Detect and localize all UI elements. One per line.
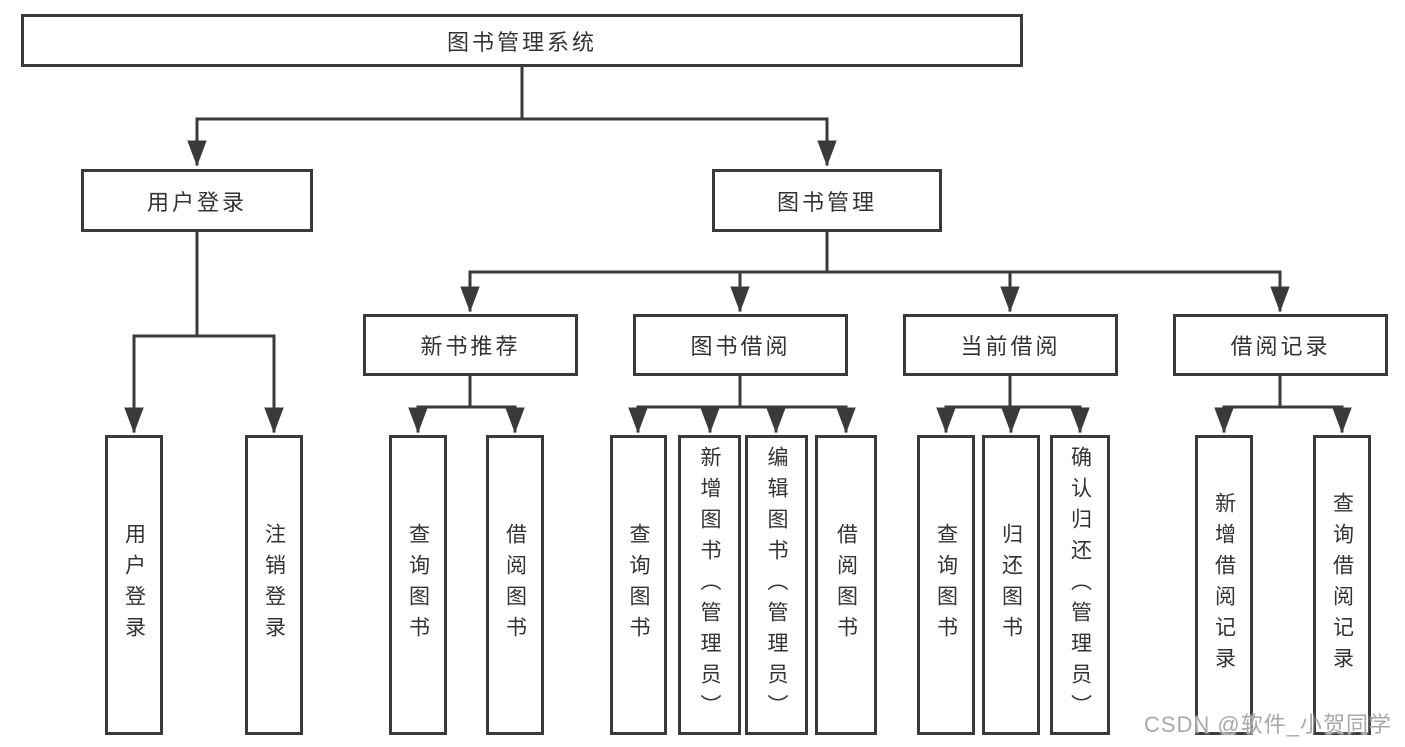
leaf-label: 确认归还（管理员） [1068, 445, 1092, 725]
node-label: 图书管理 [776, 189, 877, 215]
leaf-label: 查询图书 [406, 523, 430, 647]
node-label: 用户登录 [146, 189, 247, 215]
leaf-label: 用户登录 [122, 523, 146, 647]
connectors [124, 65, 1352, 434]
node-library-management-system: 图书管理系统 [21, 14, 1023, 67]
leaf-label: 查询图书 [627, 523, 650, 647]
leaf-query-books-recommend: 查询图书 [389, 435, 447, 735]
node-label: 当前借阅 [960, 334, 1061, 359]
leaf-query-books-borrow: 查询图书 [610, 435, 667, 735]
leaf-label: 归还图书 [999, 523, 1023, 647]
leaf-label: 查询借阅记录 [1330, 492, 1354, 678]
leaf-logout: 注销登录 [245, 435, 303, 735]
node-current-borrow: 当前借阅 [903, 314, 1118, 376]
leaf-add-books-admin: 新增图书（管理员） [678, 435, 741, 735]
leaf-add-borrow-record: 新增借阅记录 [1195, 435, 1253, 735]
node-label: 借阅记录 [1230, 334, 1331, 359]
leaf-borrow-books: 借阅图书 [815, 435, 877, 735]
node-book-management: 图书管理 [712, 169, 942, 232]
leaf-edit-books-admin: 编辑图书（管理员） [745, 435, 808, 735]
leaf-confirm-return-admin: 确认归还（管理员） [1050, 435, 1110, 735]
node-label: 新书推荐 [420, 334, 521, 359]
leaf-label: 编辑图书（管理员） [765, 445, 788, 725]
leaf-borrow-books-recommend: 借阅图书 [486, 435, 544, 735]
leaf-label: 借阅图书 [503, 523, 527, 647]
leaf-user-login: 用户登录 [105, 435, 163, 735]
leaf-label: 借阅图书 [834, 523, 858, 647]
leaf-return-books: 归还图书 [982, 435, 1040, 735]
leaf-label: 注销登录 [262, 523, 286, 647]
node-new-book-recommend: 新书推荐 [363, 314, 578, 376]
leaf-label: 新增借阅记录 [1212, 492, 1236, 678]
node-book-borrow: 图书借阅 [633, 314, 848, 376]
leaf-query-books-current: 查询图书 [917, 435, 975, 735]
csdn-watermark: CSDN @软件_小贺同学 [1143, 712, 1392, 737]
node-label: 图书借阅 [690, 334, 791, 359]
node-user-login: 用户登录 [81, 169, 313, 232]
node-borrow-records: 借阅记录 [1173, 314, 1388, 376]
leaf-label: 查询图书 [934, 523, 958, 647]
leaf-query-borrow-record: 查询借阅记录 [1313, 435, 1371, 735]
leaf-label: 新增图书（管理员） [698, 445, 721, 725]
node-label: 图书管理系统 [446, 29, 597, 55]
